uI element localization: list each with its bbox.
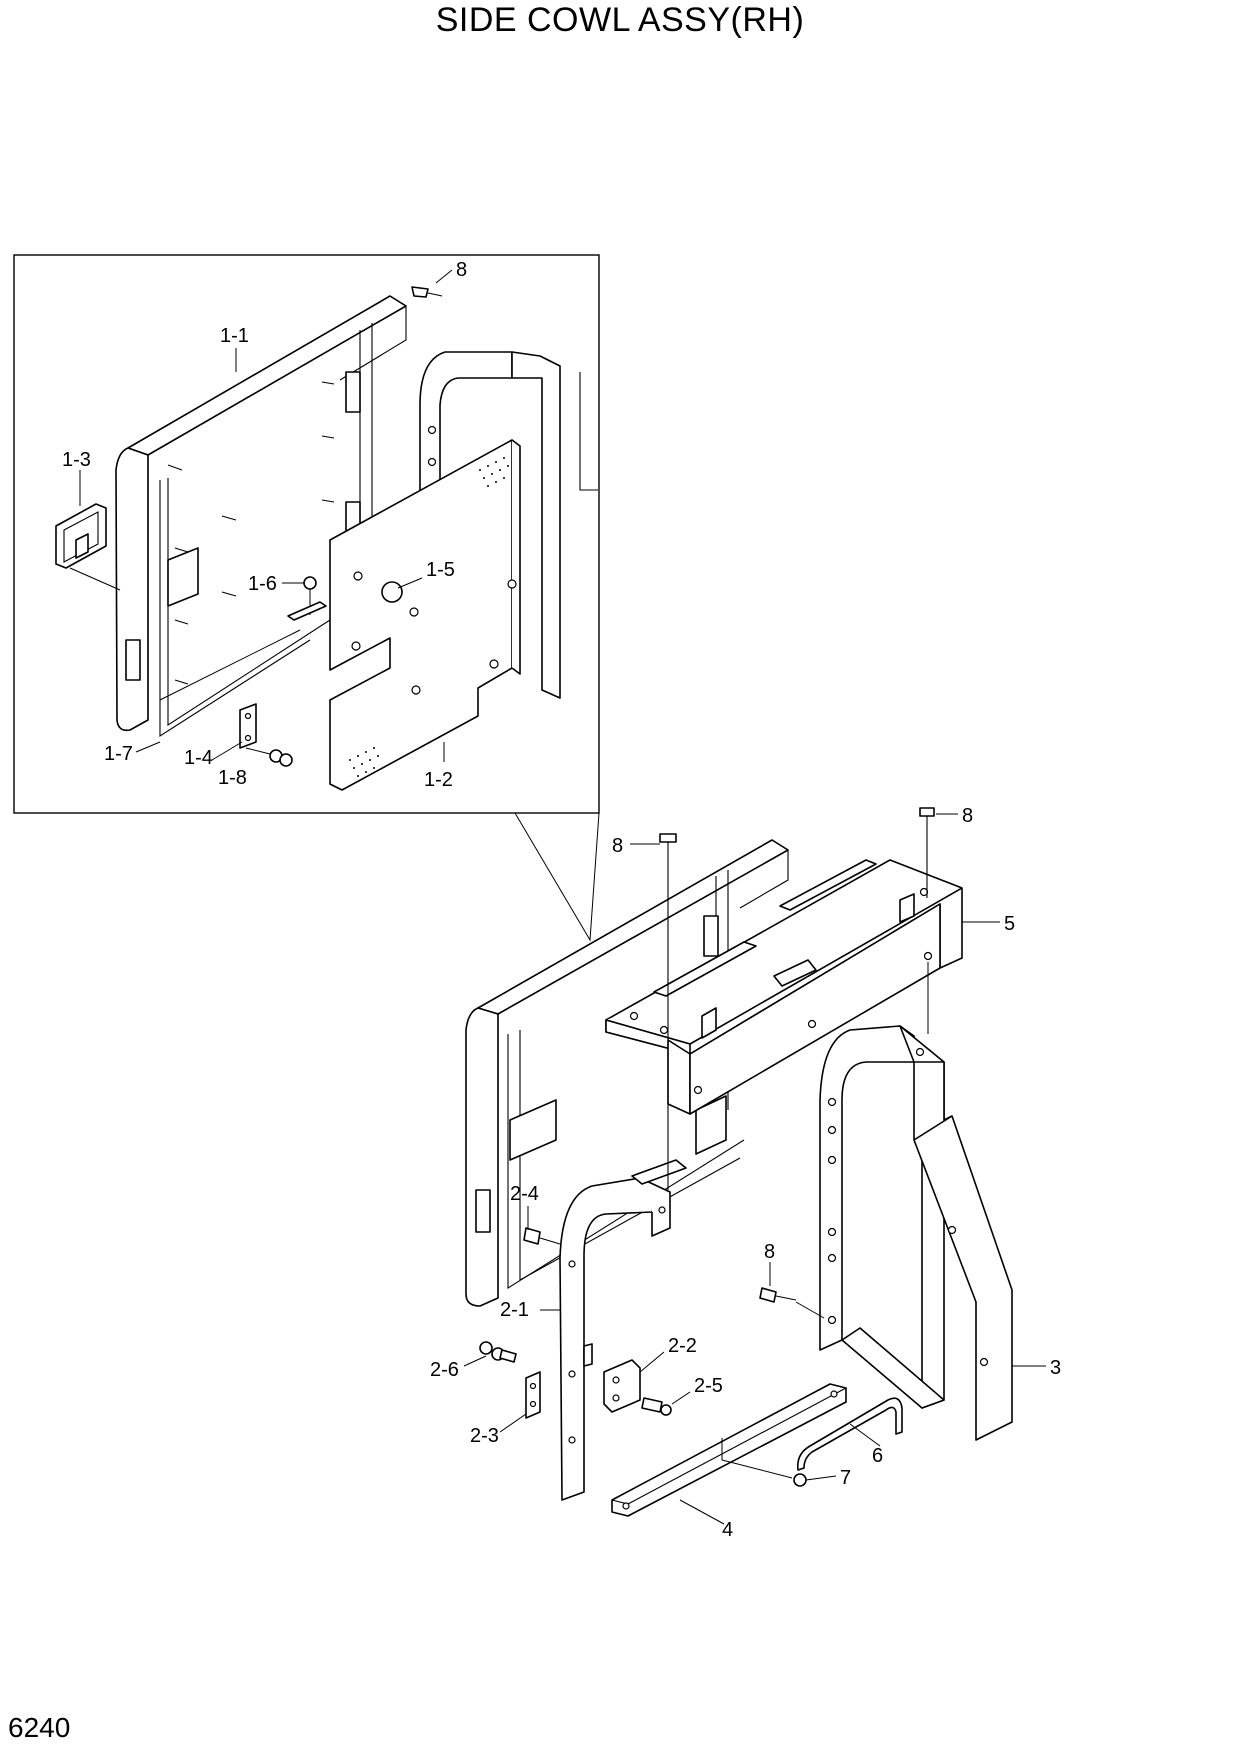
callout-1-8: 1-8 bbox=[218, 767, 247, 789]
bracket-3 bbox=[819, 1025, 1046, 1441]
callout-1-4: 1-4 bbox=[184, 747, 213, 769]
callout-1-5: 1-5 bbox=[426, 559, 455, 581]
callout-2-5: 2-5 bbox=[694, 1375, 723, 1397]
page-title: SIDE COWL ASSY(RH) bbox=[435, 1, 805, 39]
callout-5: 5 bbox=[1004, 913, 1015, 935]
callout-6: 6 bbox=[872, 1445, 883, 1467]
bracket-5 bbox=[605, 859, 1000, 1115]
ghost-support-detail bbox=[419, 351, 598, 699]
callout-1-6: 1-6 bbox=[248, 573, 277, 595]
callout-2-4: 2-4 bbox=[510, 1183, 539, 1205]
page-number: 6240 bbox=[8, 1712, 71, 1743]
callout-8-lower: 8 bbox=[764, 1241, 775, 1263]
cowl-frame-main bbox=[465, 839, 789, 1307]
callout-labels: 1-1 1-2 1-3 1-4 1-5 1-6 1-7 1-8 8 8 8 8 … bbox=[62, 259, 1061, 1541]
callout-2-3: 2-3 bbox=[470, 1425, 499, 1447]
cowl-frame-detail bbox=[115, 295, 407, 738]
bracket-2-1 bbox=[540, 1159, 687, 1501]
callout-4: 4 bbox=[722, 1519, 733, 1541]
callout-1-7: 1-7 bbox=[104, 743, 133, 765]
callout-7: 7 bbox=[840, 1467, 851, 1489]
callout-1-3: 1-3 bbox=[62, 449, 91, 471]
lower-parts bbox=[463, 807, 958, 1525]
callout-1-2: 1-2 bbox=[424, 769, 453, 791]
detail-hardware bbox=[55, 269, 453, 767]
callout-1-1: 1-1 bbox=[220, 325, 249, 347]
callout-3: 3 bbox=[1050, 1357, 1061, 1379]
callout-8-detail: 8 bbox=[456, 259, 467, 281]
callout-2-1: 2-1 bbox=[500, 1299, 529, 1321]
panel-1-2 bbox=[329, 439, 521, 791]
callout-8-top-right: 8 bbox=[962, 805, 973, 827]
callout-2-6: 2-6 bbox=[430, 1359, 459, 1381]
detail-inset bbox=[13, 254, 600, 942]
callout-2-2: 2-2 bbox=[668, 1335, 697, 1357]
callout-8-top-left: 8 bbox=[612, 835, 623, 857]
